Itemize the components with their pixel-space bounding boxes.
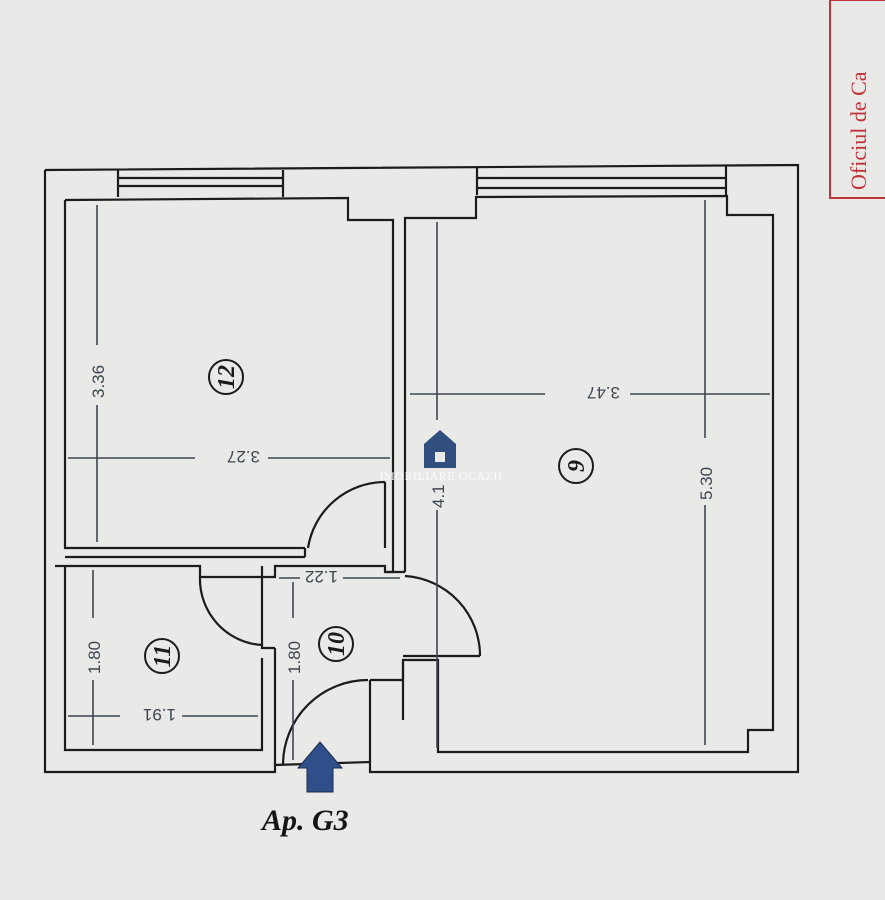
door-swing-room-12 [306, 480, 386, 549]
room-9-number: 9 [564, 460, 590, 472]
walls [43, 163, 800, 774]
watermark-text: IMOBILIARE OCAZII [380, 469, 503, 483]
door-swing-room-11 [198, 576, 263, 647]
room-number-11: 11 [144, 638, 180, 674]
dimension-lines [68, 200, 770, 760]
room-12-left [63, 200, 305, 550]
apartment-title: Ap. G3 [260, 804, 349, 837]
room-10-number: 10 [324, 632, 350, 656]
room-11-wall [65, 564, 275, 650]
door-swing-room-9 [404, 574, 482, 657]
room-11-left [63, 566, 264, 752]
room-11-width-label: 1.91 [143, 705, 176, 724]
room-12-width-label: 3.27 [227, 447, 260, 466]
room-number-9: 9 [558, 448, 594, 484]
room-12-number: 12 [214, 365, 240, 389]
entrance-arrow-icon [296, 741, 344, 793]
room-9-width-label: 3.47 [587, 383, 620, 402]
watermark: IMOBILIARE OCAZII [380, 430, 503, 483]
office-stamp: Oficiul de Ca [829, 0, 885, 199]
room-number-12: 12 [208, 359, 244, 395]
hall-wall [370, 660, 405, 682]
room-10-height-label: 1.80 [285, 641, 304, 674]
room-10-width-label: 1.22 [305, 567, 338, 586]
room-number-10: 10 [318, 626, 354, 662]
door-swing-entrance [281, 678, 369, 766]
room-11-number: 11 [150, 645, 176, 668]
hall-wall [260, 564, 405, 579]
room-9-height-label: 5.30 [697, 467, 716, 500]
room-9-wall [401, 194, 775, 754]
room-12-height-label: 3.36 [89, 365, 108, 398]
house-logo-icon [424, 430, 456, 468]
room-9-secondary-height-label: 4.1 [429, 484, 448, 508]
stamp-text: Oficiul de Ca [846, 71, 871, 190]
room-11-height-label: 1.80 [85, 641, 104, 674]
